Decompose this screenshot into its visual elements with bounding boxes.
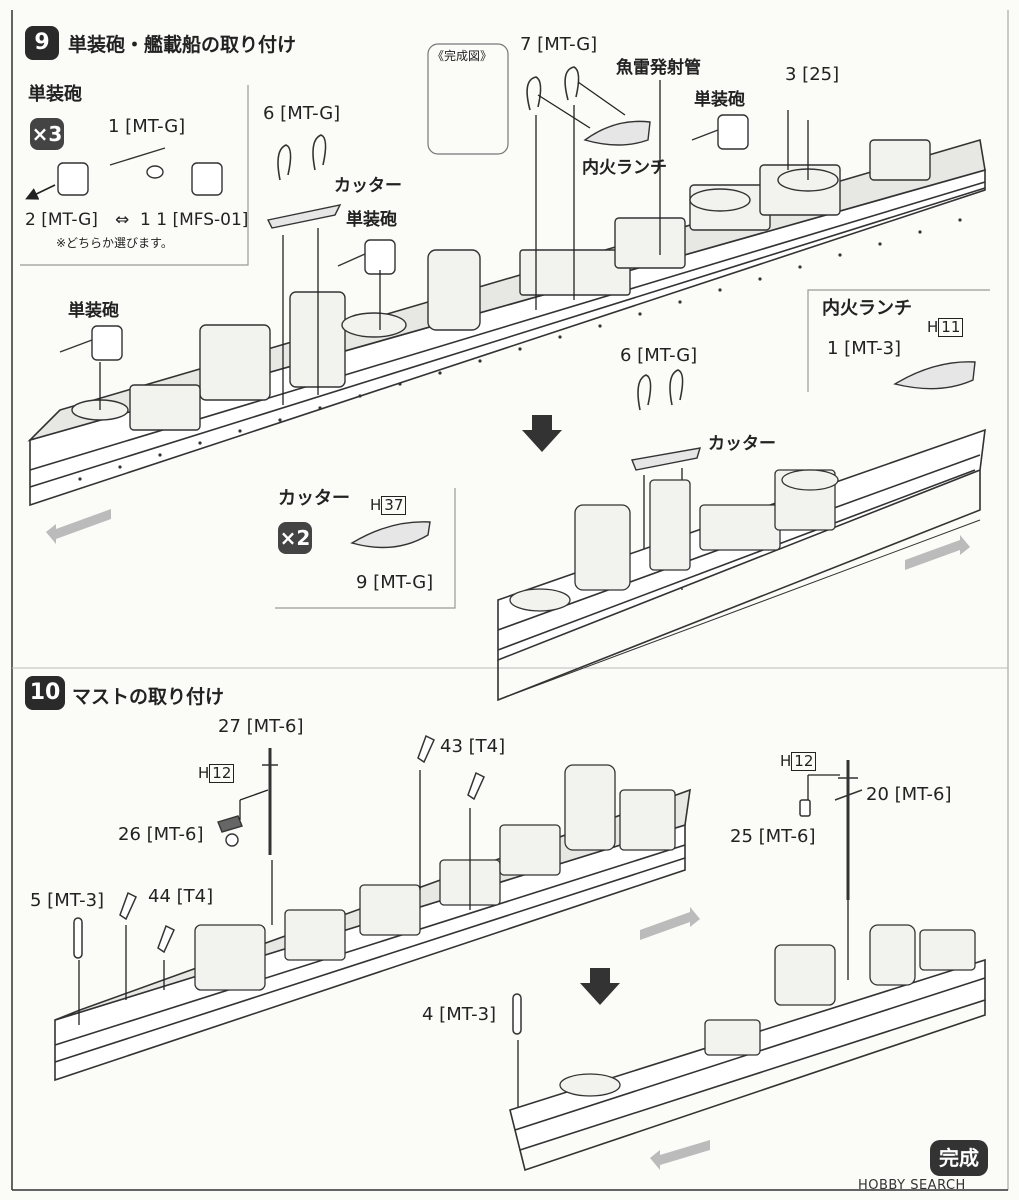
cutter-part-label: 9 [MT-G] [356, 572, 434, 593]
torpedo-tube-label: 魚雷発射管 [616, 58, 701, 78]
step-title-10: マストの取り付け [72, 686, 225, 708]
cutter-box-title: カッター [278, 488, 350, 509]
ship-hull-step9 [27, 138, 986, 507]
part-label-6-bottom: 6 [MT-G] [620, 345, 698, 366]
gun-label-left: 単装砲 [68, 301, 119, 321]
gun-label-right: 単装砲 [694, 90, 745, 110]
gun-box-title: 単装砲 [28, 84, 82, 105]
part-label-26: 26 [MT-6] [118, 824, 204, 845]
swap-icon: ⇔ [115, 210, 130, 230]
cutter-multiplier-badge: ×2 [278, 522, 312, 554]
part-label-2: 2 [MT-G] [25, 210, 98, 230]
part-label-3: 3 [25] [785, 64, 840, 85]
gun-multiplier-badge: ×3 [30, 118, 64, 150]
part-label-44: 44 [T4] [148, 886, 214, 907]
launch-part-label: 1 [MT-3] [827, 338, 902, 359]
part-label-7: 7 [MT-G] [520, 34, 598, 55]
launch-label: 内火ランチ [582, 158, 667, 178]
part-label-5: 5 [MT-3] [30, 890, 105, 911]
part-label-43: 43 [T4] [440, 736, 506, 757]
part-label-4: 4 [MT-3] [422, 1004, 497, 1025]
cutter-label-bottom: カッター [708, 434, 776, 454]
watermark-text: HOBBY SEARCH [858, 1178, 966, 1193]
step-number-10: 10 [25, 676, 65, 710]
step-title-9: 単装砲・艦載船の取り付け [68, 34, 297, 56]
gun-choice-note: ※どちらか選びます。 [56, 236, 173, 250]
part-label-25: 25 [MT-6] [730, 826, 816, 847]
completion-badge: 完成 [930, 1140, 988, 1176]
gun-box-border [20, 85, 249, 266]
launch-box-title: 内火ランチ [822, 298, 912, 319]
part-label-11: 1 1 [MFS-01] [140, 210, 249, 230]
gun-label-mid: 単装砲 [346, 210, 397, 230]
cutter-label-top: カッター [334, 176, 402, 196]
step-number-9: 9 [25, 26, 59, 60]
part-label-20: 20 [MT-6] [866, 784, 952, 805]
part-label-6-top: 6 [MT-G] [263, 103, 341, 124]
part-label-1: 1 [MT-G] [108, 116, 186, 137]
completion-view-label: 《完成図》 [432, 49, 493, 63]
part-label-27: 27 [MT-6] [218, 716, 304, 737]
